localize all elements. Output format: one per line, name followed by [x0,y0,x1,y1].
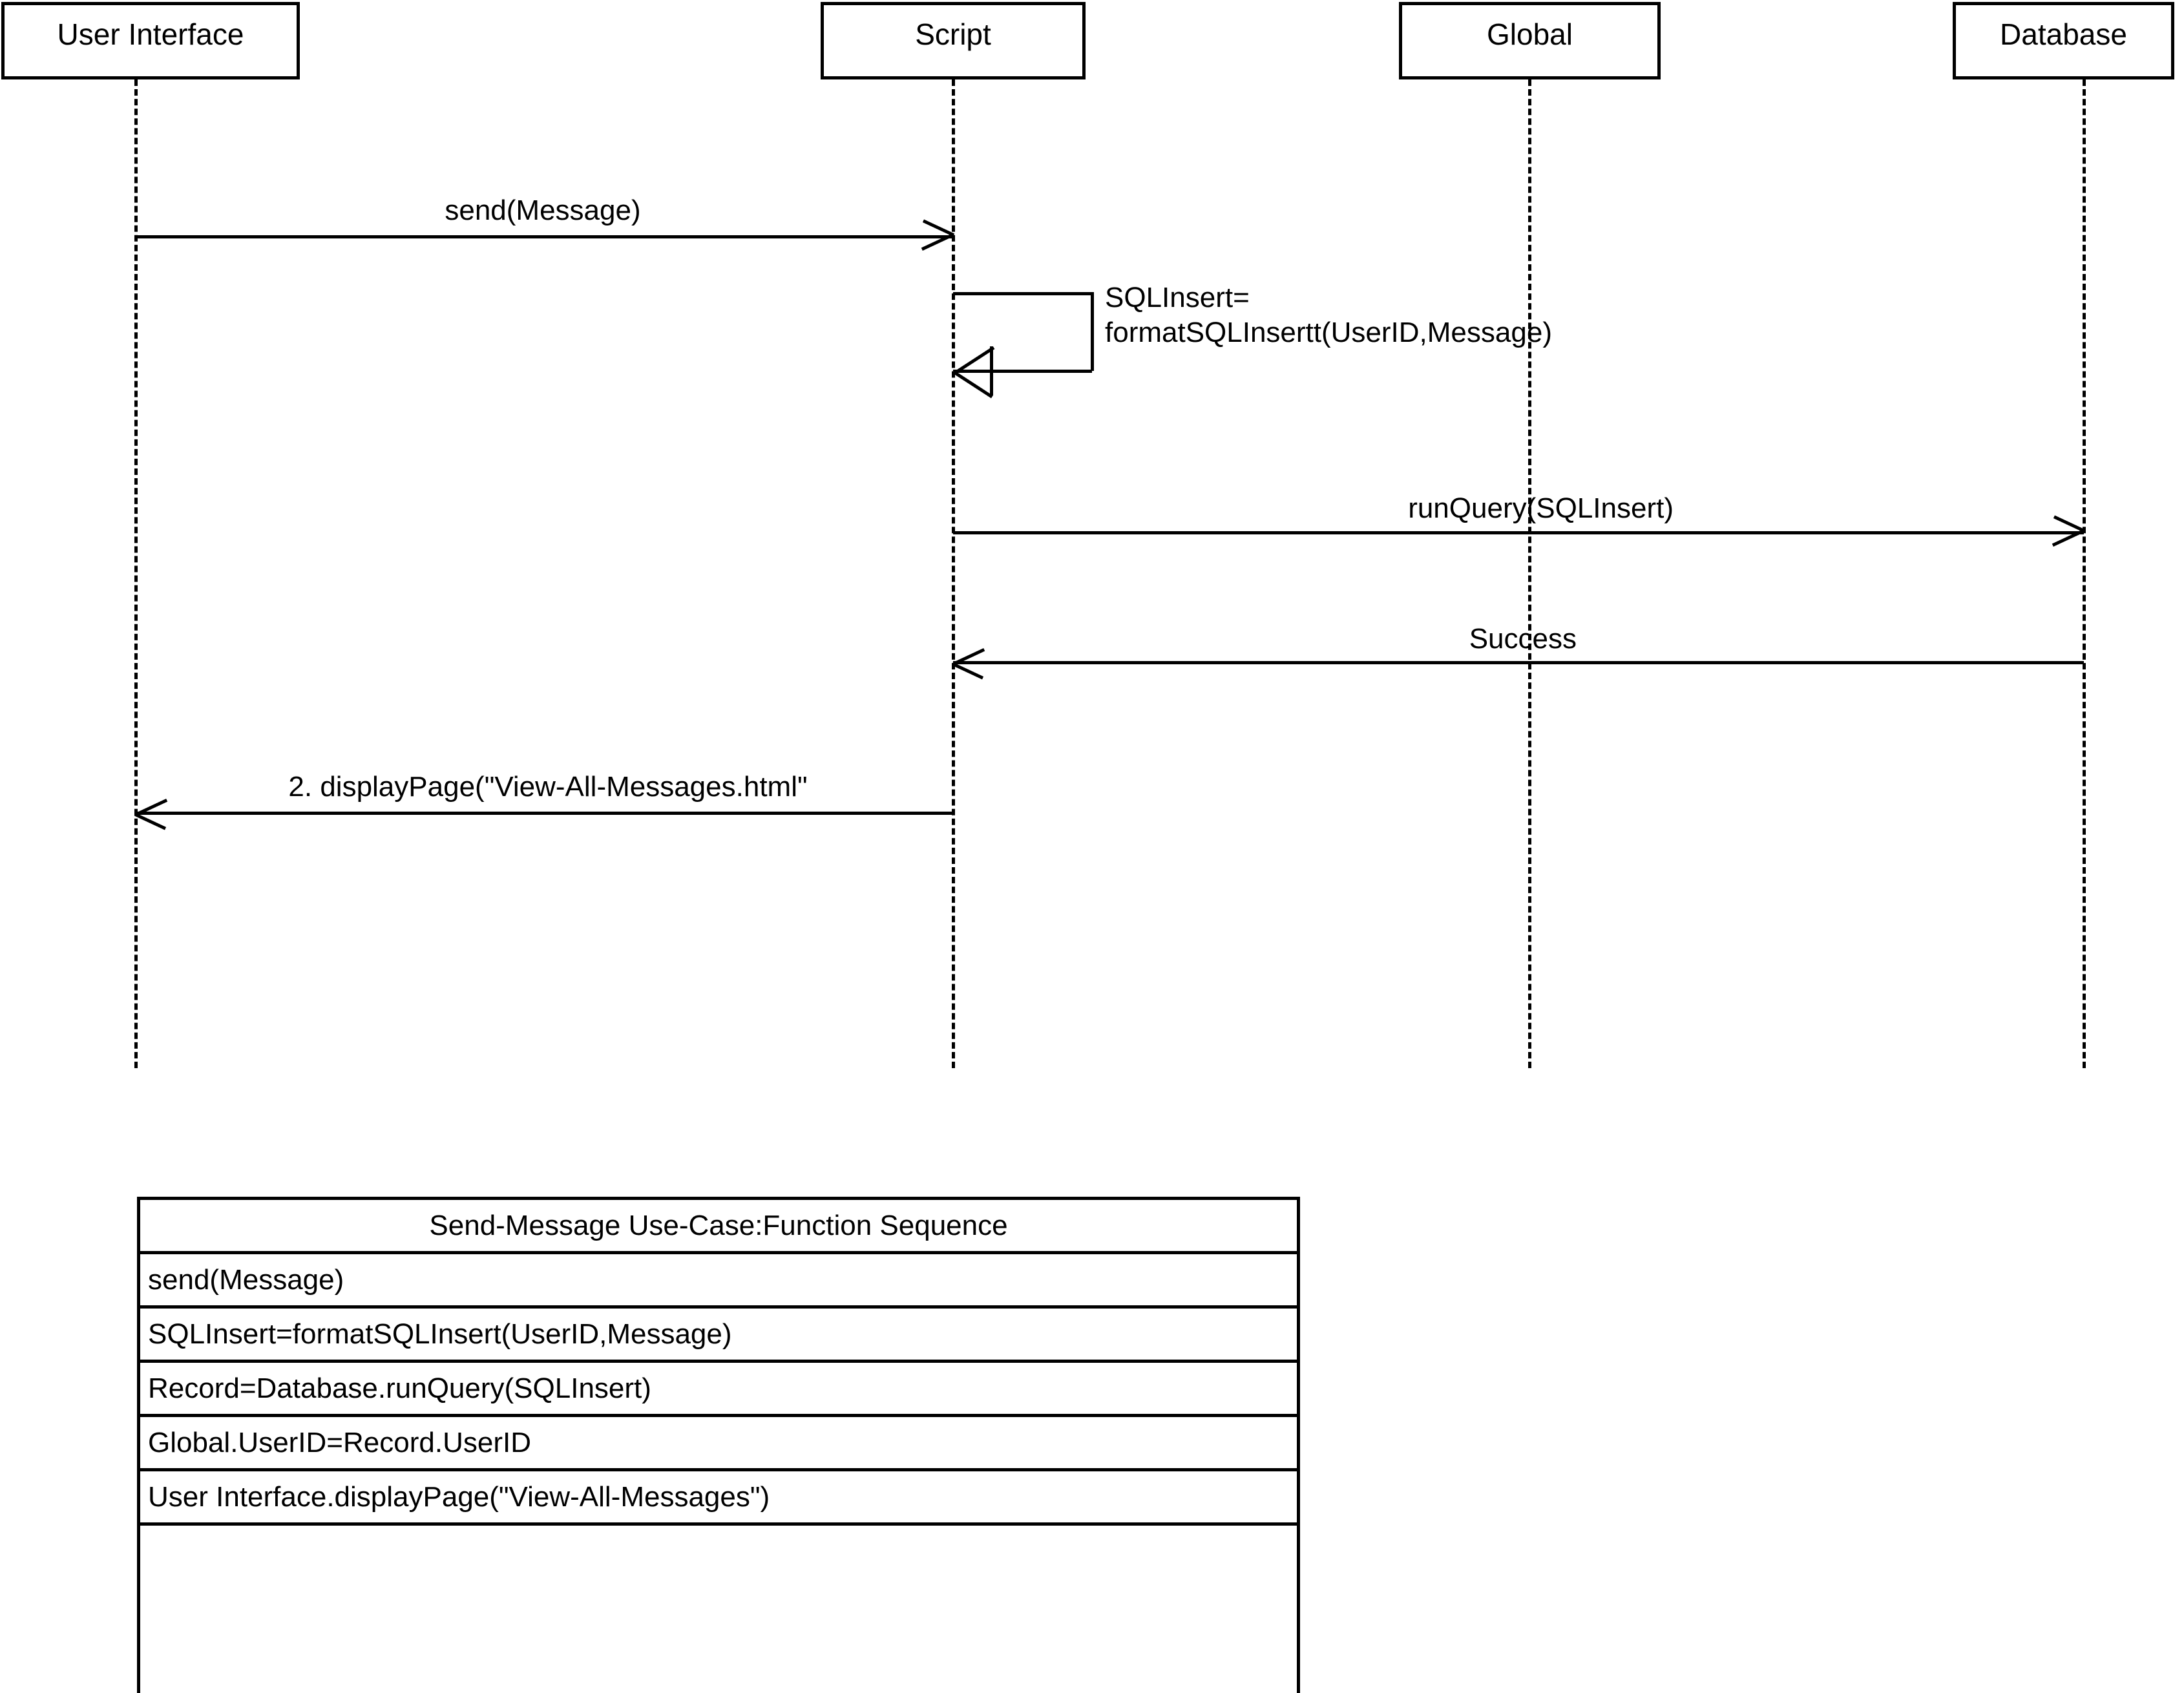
table-row[interactable]: SQLInsert=formatSQLInsert(UserID,Message… [140,1309,1297,1363]
participant-label-global: Global [1487,17,1573,51]
selfcall-bottom-segment [953,370,1092,373]
table-row[interactable]: User Interface.displayPage("View-All-Mes… [140,1471,1297,1526]
selfcall-arrowhead-edge-lower [953,371,993,399]
table-cell-text: send(Message) [148,1263,344,1296]
table-cell-text: Global.UserID=Record.UserID [148,1426,531,1458]
participant-label-database: Database [2000,17,2127,51]
participant-box-database[interactable]: Database [1953,2,2174,79]
message-label-run-query: runQuery(SQLInsert) [1408,492,1674,524]
participant-label-script: Script [915,17,991,51]
participant-box-user-interface[interactable]: User Interface [1,2,300,79]
table-row[interactable]: Record=Database.runQuery(SQLInsert) [140,1363,1297,1417]
table-header-label: Send-Message Use-Case:Function Sequence [429,1209,1008,1241]
table-row-empty[interactable] [140,1526,1297,1693]
participant-label-user-interface: User Interface [57,17,244,51]
participant-box-global[interactable]: Global [1399,2,1661,79]
table-header-row: Send-Message Use-Case:Function Sequence [140,1200,1297,1254]
message-line-success [953,661,2084,664]
message-label-format-sql-insert-line2: formatSQLInsertt(UserID,Message) [1105,316,1552,348]
message-label-display-page: 2. displayPage("View-All-Messages.html" [288,771,808,803]
table-row[interactable]: send(Message) [140,1254,1297,1309]
message-line-display-page [136,812,953,815]
table-cell-text: Record=Database.runQuery(SQLInsert) [148,1372,651,1404]
lifeline-global [1528,79,1531,1068]
function-sequence-table: Send-Message Use-Case:Function Sequence … [137,1197,1300,1693]
message-label-success: Success [1469,623,1577,655]
message-label-send: send(Message) [445,195,641,226]
message-line-send [136,235,953,238]
selfcall-arrowhead-edge-base [990,346,993,395]
table-cell-text: User Interface.displayPage("View-All-Mes… [148,1480,770,1513]
selfcall-right-segment [1091,292,1094,371]
lifeline-user-interface [134,79,138,1068]
table-row[interactable]: Global.UserID=Record.UserID [140,1417,1297,1471]
selfcall-top-segment [953,292,1092,295]
table-cell-text: SQLInsert=formatSQLInsert(UserID,Message… [148,1318,732,1350]
lifeline-database [2083,79,2086,1068]
lifeline-script [952,79,955,1068]
message-label-format-sql-insert: SQLInsert= formatSQLInsertt(UserID,Messa… [1105,280,1552,350]
participant-box-script[interactable]: Script [821,2,1086,79]
message-line-run-query [953,531,2084,534]
message-label-format-sql-insert-line1: SQLInsert= [1105,282,1250,313]
